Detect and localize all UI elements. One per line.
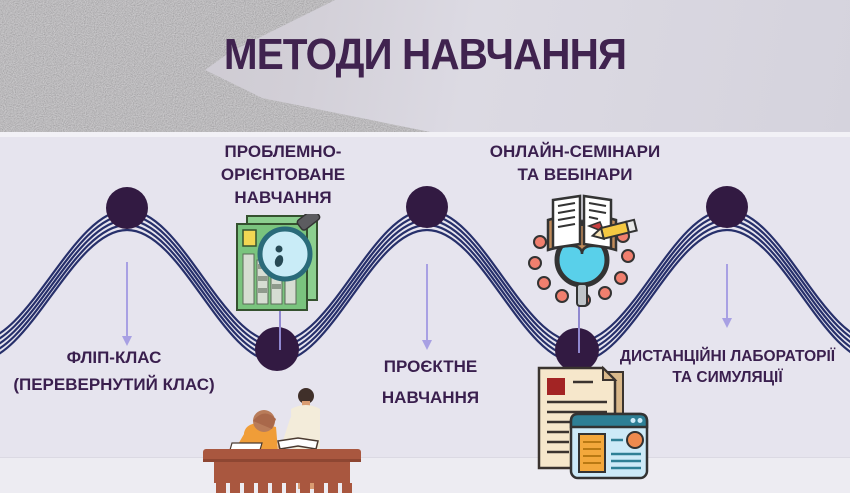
footer-strip bbox=[0, 457, 850, 493]
slide-title: МЕТОДИ НАВЧАННЯ bbox=[223, 30, 627, 79]
label-problem-oriented-learning: ПРОБЛЕМНО- ОРІЄНТОВАНЕ НАВЧАННЯ bbox=[220, 142, 346, 207]
glitter-texture bbox=[0, 0, 430, 132]
label-distance-labs: ДИСТАНЦІЙНІ ЛАБОРАТОРІЇ ТА СИМУЛЯЦІЇ bbox=[619, 348, 836, 386]
label-online-seminars: ОНЛАЙН-СЕМІНАРИ ТА ВЕБІНАРИ bbox=[489, 142, 661, 184]
header-divider bbox=[0, 132, 850, 137]
document-browser-icon bbox=[527, 364, 651, 487]
book-research-icon bbox=[526, 188, 640, 317]
label-flip-class: ФЛІП-КЛАС (ПЕРЕВЕРНУТИЙ КЛАС) bbox=[13, 348, 215, 394]
teacher-student-desk-illustration bbox=[198, 385, 368, 493]
header-banner: МЕТОДИ НАВЧАННЯ bbox=[0, 0, 850, 132]
chart-magnifier-icon bbox=[233, 208, 331, 319]
label-project-learning: ПРОЄКТНЕ НАВЧАННЯ bbox=[381, 357, 480, 407]
